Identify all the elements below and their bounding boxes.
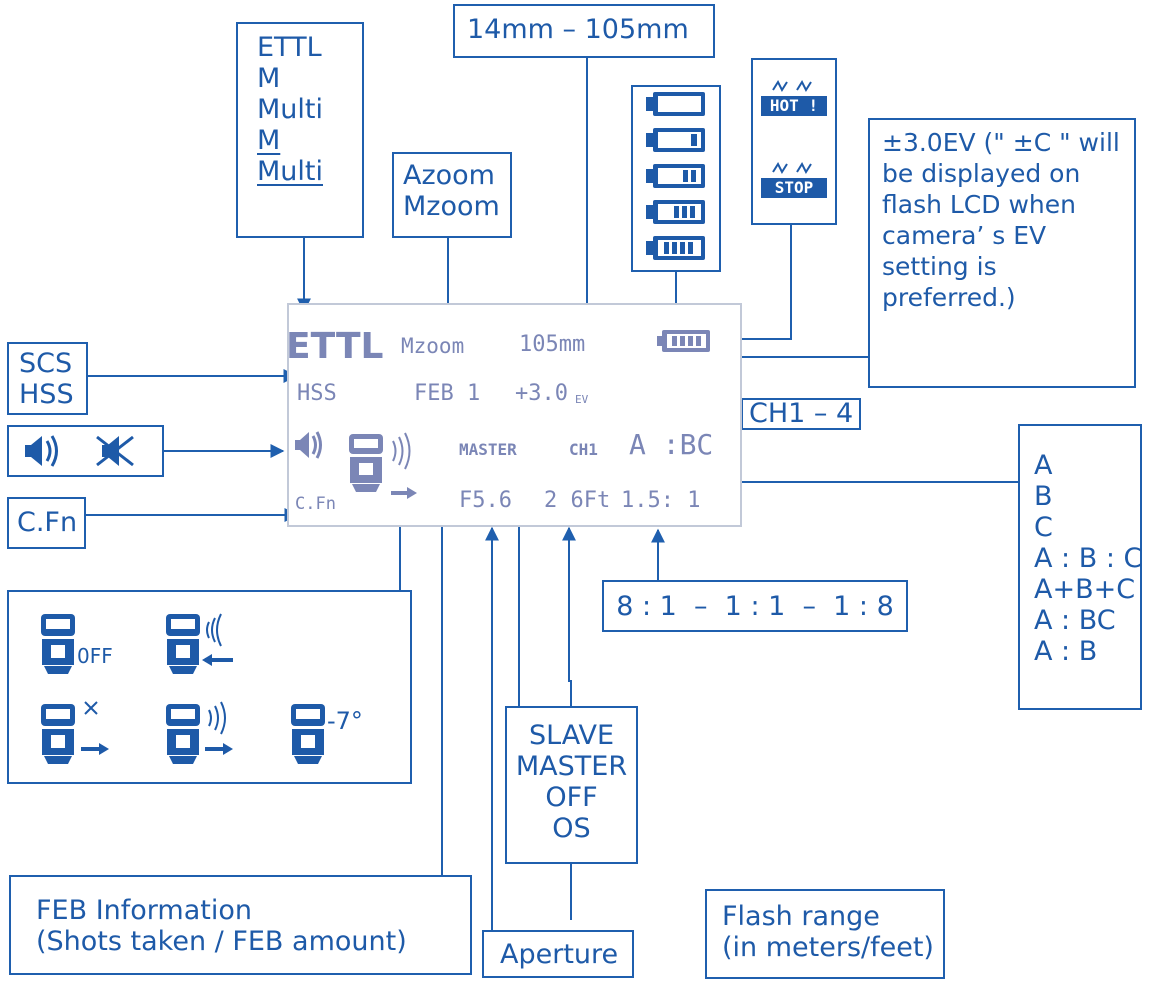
- groups-box: A B C A : B : C A+B+C A : BC A : B: [1018, 424, 1142, 710]
- ev-note-line: setting is: [882, 252, 997, 281]
- battery-icon: [657, 330, 710, 352]
- lcd-flash-head-icon: [349, 434, 383, 492]
- lcd-focal: 105mm: [519, 332, 586, 357]
- flash-off-icon: [41, 614, 75, 674]
- battery-levels-icon: [646, 92, 705, 260]
- group-option: C: [1034, 512, 1053, 543]
- temperature-warning-box: HOT ! STOP: [751, 58, 837, 225]
- sync-mode-box: SCS HSS: [7, 342, 88, 415]
- flash-status-icons: [41, 613, 325, 764]
- zoom-auto: Azoom: [403, 160, 495, 191]
- wireless-slave: SLAVE: [528, 720, 615, 751]
- mode-ettl: ETTL: [257, 32, 322, 63]
- battery-empty-icon: [646, 92, 705, 116]
- battery-levels-box: [631, 85, 721, 272]
- flash-status-icons-box: 0FF -7°: [7, 590, 412, 784]
- ev-note-line: preferred.): [882, 283, 1016, 312]
- ev-note-line: camera’ s EV: [882, 221, 1047, 250]
- lcd-zoom: Mzoom: [401, 334, 465, 358]
- ev-note-box: ±3.0EV (" ±C " will be displayed on flas…: [868, 118, 1136, 388]
- lcd-channel: CH1: [569, 440, 598, 459]
- group-option: B: [1034, 481, 1053, 512]
- feb-title: FEB Information: [36, 895, 252, 926]
- wireless-os: OS: [552, 813, 591, 844]
- mode-multi-underlined: Multi: [257, 156, 323, 187]
- zoom-mode-box: Azoom Mzoom: [392, 152, 512, 238]
- lcd-wireless: MASTER: [459, 440, 517, 459]
- stop-badge: STOP: [774, 178, 814, 197]
- battery-1-icon: [646, 128, 705, 152]
- hot-badge: HOT !: [769, 96, 819, 115]
- lcd-mode: ETTL: [286, 326, 384, 367]
- battery-2-icon: [646, 164, 705, 188]
- sync-hss: HSS: [19, 379, 74, 410]
- flash-receive-icon: [166, 613, 233, 674]
- wireless-master: MASTER: [515, 751, 628, 782]
- lcd-ratio: 1.5: 1: [621, 488, 701, 513]
- heat-wave-icon: [772, 79, 812, 93]
- lcd-sync: HSS: [297, 381, 337, 406]
- lcd-arrow-right-icon: [391, 487, 417, 499]
- range-title: Flash range: [722, 901, 880, 932]
- ratio-range: 8 : 1 – 1 : 1 – 1 : 8: [616, 591, 894, 622]
- mode-m-underlined: M: [257, 125, 281, 156]
- lcd-group: A :BC: [629, 428, 714, 461]
- flash-off-label: 0FF: [77, 644, 113, 668]
- group-option: A+B+C: [1034, 574, 1136, 605]
- cfn-box: C.Fn: [7, 497, 86, 549]
- flash-tilt-icon: [291, 704, 325, 764]
- wireless-mode-box: SLAVE MASTER OFF OS: [505, 706, 638, 864]
- lcd-range: 2 6Ft: [544, 488, 611, 513]
- flash-range-box: Flash range (in meters/feet): [705, 889, 945, 979]
- flash-no-send-icon: [41, 701, 109, 764]
- sound-icons: [25, 435, 134, 467]
- flash-lcd-panel: ETTL Mzoom 105mm HSS FEB 1 +3.0 EV MASTE…: [286, 303, 742, 527]
- speaker-on-icon: [25, 435, 58, 467]
- speaker-mute-icon: [96, 435, 134, 467]
- flash-send-icon: [166, 701, 233, 764]
- ev-note-line: ±3.0EV (" ±C " will: [882, 128, 1120, 157]
- ratio-box: 8 : 1 – 1 : 1 – 1 : 8: [602, 580, 908, 632]
- tilt-label: -7°: [327, 707, 363, 735]
- cfn-label: C.Fn: [17, 507, 78, 538]
- ev-note-line: flash LCD when: [882, 190, 1076, 219]
- group-option: A : B : C: [1034, 543, 1143, 574]
- sync-scs: SCS: [19, 348, 73, 379]
- group-option: A: [1034, 450, 1053, 481]
- wireless-off: OFF: [545, 782, 598, 813]
- feb-subtitle: (Shots taken / FEB amount): [36, 926, 407, 957]
- channel-range: CH1 – 4: [749, 398, 854, 429]
- feb-info-box: FEB Information (Shots taken / FEB amoun…: [9, 875, 472, 975]
- lcd-ev-unit: EV: [575, 393, 589, 406]
- lcd-cfn: C.Fn: [295, 494, 336, 514]
- group-option: A : BC: [1034, 605, 1116, 636]
- lcd-icons: [295, 330, 710, 499]
- range-subtitle: (in meters/feet): [722, 932, 934, 963]
- mode-m: M: [257, 63, 281, 94]
- lcd-ev: +3.0: [515, 381, 568, 406]
- aperture-label: Aperture: [500, 939, 619, 970]
- group-option: A : B: [1034, 636, 1098, 667]
- channel-box: CH1 – 4: [741, 398, 861, 430]
- zoom-range: 14mm – 105mm: [467, 14, 689, 45]
- mode-multi: Multi: [257, 94, 323, 125]
- battery-3-icon: [646, 200, 705, 224]
- lcd-feb: FEB 1: [414, 381, 481, 406]
- flash-mode-list: ETTL M Multi M Multi: [236, 22, 364, 238]
- battery-full-icon: [646, 236, 705, 260]
- zoom-manual: Mzoom: [403, 191, 500, 222]
- ev-note-line: be displayed on: [882, 159, 1081, 188]
- zoom-range-box: 14mm – 105mm: [453, 4, 715, 58]
- heat-icons: [761, 79, 827, 198]
- aperture-box: Aperture: [482, 930, 634, 978]
- heat-wave-icon: [772, 161, 812, 175]
- lcd-wireless-send-icon: [392, 432, 411, 470]
- lcd-aperture: F5.6: [459, 488, 512, 513]
- lcd-speaker-icon: [295, 431, 322, 459]
- sound-box: [7, 425, 164, 477]
